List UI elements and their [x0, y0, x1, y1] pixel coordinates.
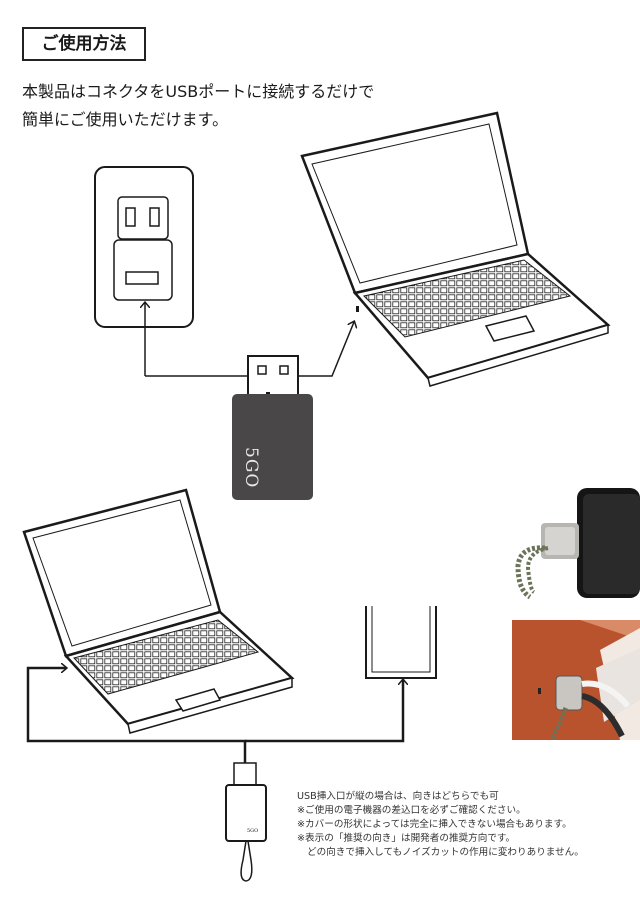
intro-line-2: 簡単にご使用いただけます。 [22, 110, 229, 129]
usb-connector-small-icon: 5GO [225, 762, 267, 882]
small-device-brand: 5GO [247, 828, 258, 834]
note-line-5: どの向きで挿入してもノイズカットの作用に変わりありません。 [307, 847, 584, 858]
note-line-1: USB挿入口が縦の場合は、向きはどちらでも可 [297, 791, 499, 802]
connection-arrows-bottom [26, 668, 403, 763]
usb-connector-icon: 5GO [232, 355, 313, 500]
connection-arrows-top [145, 303, 354, 377]
device-brand-label: 5GO [241, 447, 261, 488]
smartphone-icon [365, 606, 437, 679]
page-title: ご使用方法 [22, 27, 146, 61]
usage-notes: USB挿入口が縦の場合は、向きはどちらでも可 ※ご使用の電子機器の差込口を必ずご… [297, 790, 584, 860]
laptop-icon [300, 111, 611, 387]
photo-panel-connector [512, 620, 640, 742]
wall-outlet-icon [94, 166, 194, 328]
photo-phone-connector [515, 488, 640, 600]
intro-line-1: 本製品はコネクタをUSBポートに接続するだけで [22, 82, 375, 101]
note-line-2: ※ご使用の電子機器の差込口を必ずご確認ください。 [297, 805, 526, 816]
note-line-4: ※表示の「推奨の向き」は開発者の推奨方向です。 [297, 833, 516, 844]
intro-text: 本製品はコネクタをUSBポートに接続するだけで 簡単にご使用いただけます。 [22, 78, 374, 134]
laptop-icon [22, 488, 295, 734]
note-line-3: ※カバーの形状によっては完全に挿入できない場合もあります。 [297, 819, 572, 830]
